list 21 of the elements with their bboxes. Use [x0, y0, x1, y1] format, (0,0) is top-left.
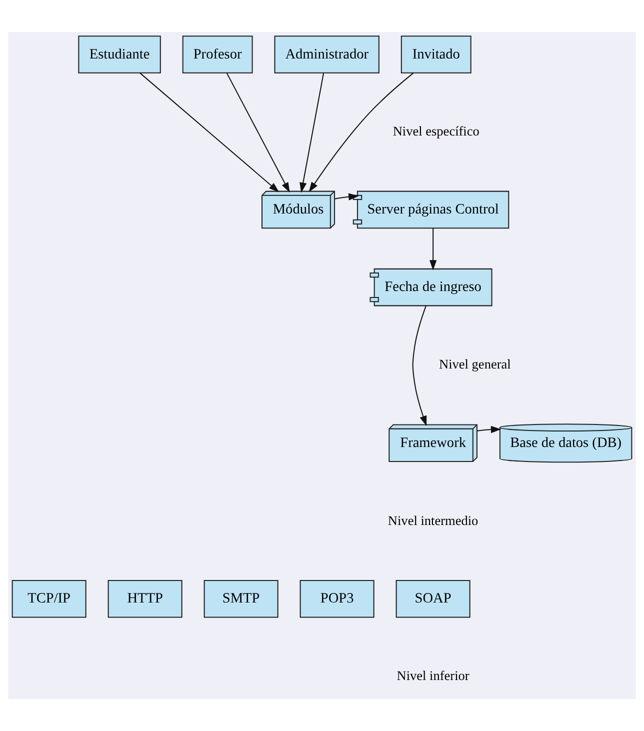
label: Nivel inferior — [396, 668, 470, 684]
arrow — [226, 72, 290, 193]
arrow — [334, 193, 359, 200]
label: Nivel intermedio — [388, 512, 478, 528]
node-box: HTTP — [108, 580, 182, 618]
arrow — [429, 228, 437, 270]
arrow — [477, 426, 502, 434]
node-box: Estudiante — [78, 36, 161, 74]
arrow — [308, 72, 414, 192]
node-box: SOAP — [396, 580, 470, 618]
node-box: Invitado — [400, 36, 472, 74]
node-box: Administrador — [274, 36, 380, 74]
label: Nivel específico — [392, 124, 480, 139]
arrow — [412, 306, 427, 426]
label: Nivel general — [439, 356, 511, 372]
node-box: POP3 — [300, 580, 374, 618]
arrow — [140, 72, 280, 192]
arrow — [300, 72, 324, 193]
node-box: Profesor — [182, 36, 253, 74]
node-box: SMTP — [204, 580, 278, 618]
node-box: TCP/IP — [12, 580, 86, 618]
